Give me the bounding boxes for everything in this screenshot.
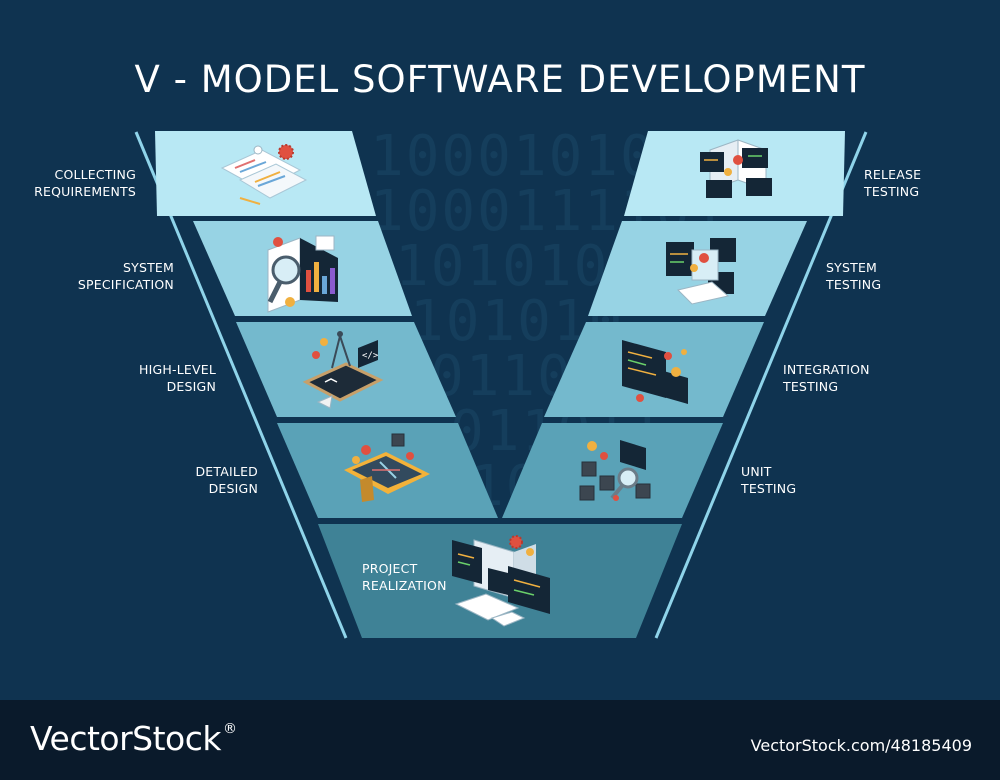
specification-chart-icon bbox=[267, 235, 338, 313]
stage-label-line1: INTEGRATION bbox=[783, 362, 870, 377]
detailed-design-board-icon bbox=[344, 433, 430, 502]
release-windows-icon bbox=[700, 139, 772, 198]
computer-workstation-icon bbox=[452, 535, 550, 627]
blueprint-compass-icon: </> bbox=[302, 331, 384, 409]
stage-label-line2: DESIGN bbox=[167, 379, 216, 394]
integration-code-icon bbox=[622, 340, 688, 404]
stage-release-testing: RELEASE TESTING bbox=[863, 167, 921, 199]
stage-unit-testing: UNIT TESTING bbox=[740, 464, 796, 496]
vectorstock-logo: VectorStock® bbox=[30, 719, 237, 758]
stock-id: VectorStock.com/48185409 bbox=[750, 736, 972, 755]
v-outline-right bbox=[654, 131, 868, 639]
stage-label-line1: DETAILED bbox=[195, 464, 258, 479]
v-model-diagram: 1000101010 1000111101 1010101 101010 011… bbox=[34, 58, 921, 639]
brand-name: VectorStock bbox=[30, 719, 222, 758]
watermark-footer: VectorStock® VectorStock.com/48185409 bbox=[0, 700, 1000, 780]
unit-testing-cubes-icon bbox=[579, 440, 651, 501]
svg-text:</>: </> bbox=[362, 351, 379, 361]
registered-mark: ® bbox=[223, 721, 237, 737]
page-title: V - MODEL SOFTWARE DEVELOPMENT bbox=[135, 58, 866, 101]
stage-label-line2: TESTING bbox=[863, 184, 919, 199]
stage-label-line2: TESTING bbox=[782, 379, 838, 394]
stage-label-line2: TESTING bbox=[740, 481, 796, 496]
stage-label-line1: SYSTEM bbox=[826, 260, 877, 275]
requirements-documents-icon bbox=[220, 144, 308, 205]
stage-label-line1: HIGH-LEVEL bbox=[139, 362, 216, 377]
stage-detailed-design: DETAILED DESIGN bbox=[195, 464, 258, 496]
stage-system-testing: SYSTEM TESTING bbox=[825, 260, 881, 292]
stage-label-line1: PROJECT bbox=[362, 561, 418, 576]
stage-label-line1: UNIT bbox=[741, 464, 772, 479]
stage-project-realization: PROJECT REALIZATION bbox=[362, 561, 447, 593]
stage-collecting-requirements: COLLECTING REQUIREMENTS bbox=[34, 167, 136, 199]
stage-high-level-design: HIGH-LEVEL DESIGN bbox=[139, 362, 216, 394]
stage-label-line2: SPECIFICATION bbox=[78, 277, 174, 292]
right-band-4 bbox=[502, 423, 723, 518]
stage-label-line2: REQUIREMENTS bbox=[34, 184, 136, 199]
stage-integration-testing: INTEGRATION TESTING bbox=[782, 362, 870, 394]
stage-label-line1: COLLECTING bbox=[55, 167, 136, 182]
stage-label-line2: TESTING bbox=[825, 277, 881, 292]
stage-label-line2: REALIZATION bbox=[362, 578, 447, 593]
stage-label-line1: SYSTEM bbox=[123, 260, 174, 275]
v-outline-left bbox=[134, 131, 348, 639]
stage-label-line1: RELEASE bbox=[864, 167, 921, 182]
system-testing-monitors-icon bbox=[666, 238, 736, 305]
stage-system-specification: SYSTEM SPECIFICATION bbox=[78, 260, 174, 292]
stage-label-line2: DESIGN bbox=[209, 481, 258, 496]
